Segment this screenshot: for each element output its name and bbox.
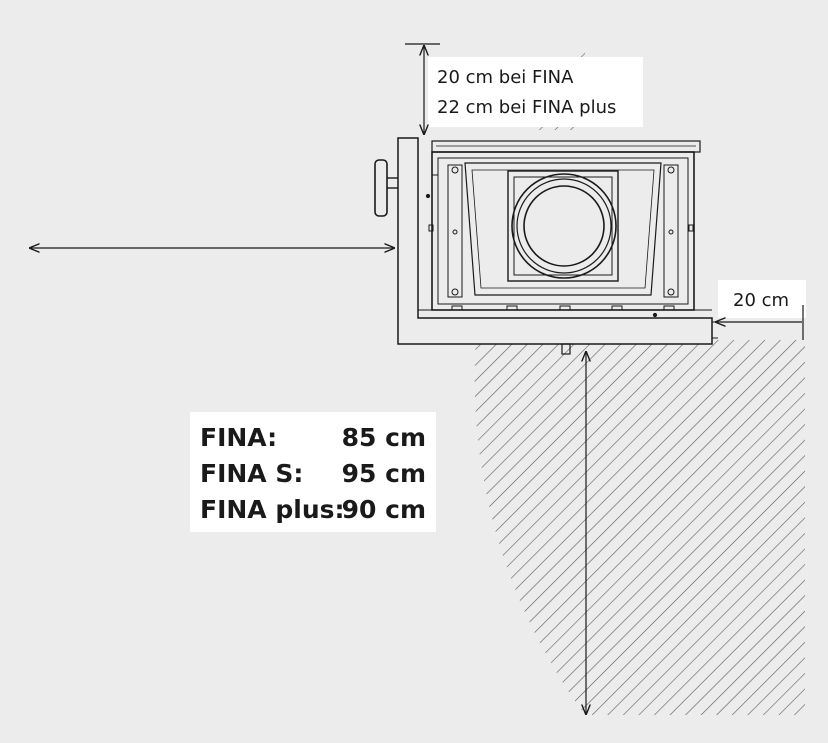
front-model-fina: FINA: <box>200 423 277 452</box>
flue-outer <box>511 173 617 279</box>
stove-top-view <box>374 137 718 355</box>
flue-inner <box>523 185 605 267</box>
handle-knob <box>374 159 388 217</box>
side-label-bg <box>718 280 806 318</box>
front-value-fina-plus: 90 cm <box>342 495 426 524</box>
top-clearance-line2: 22 cm bei FINA plus <box>437 97 616 118</box>
front-model-fina-plus: FINA plus: <box>200 495 345 524</box>
front-value-fina: 85 cm <box>342 423 426 452</box>
front-label-bg <box>190 412 436 532</box>
base-plate <box>397 137 713 345</box>
top-clearance-line1: 20 cm bei FINA <box>437 67 574 88</box>
stove-clear-area <box>398 130 713 344</box>
front-stub <box>561 343 571 355</box>
front-value-fina-s: 95 cm <box>342 459 426 488</box>
side-clearance-label: 20 cm <box>733 290 789 311</box>
right-dimension <box>716 305 804 340</box>
top-label-bg <box>428 57 643 127</box>
front-model-fina-s: FINA S: <box>200 459 303 488</box>
top-dimension <box>405 43 440 134</box>
